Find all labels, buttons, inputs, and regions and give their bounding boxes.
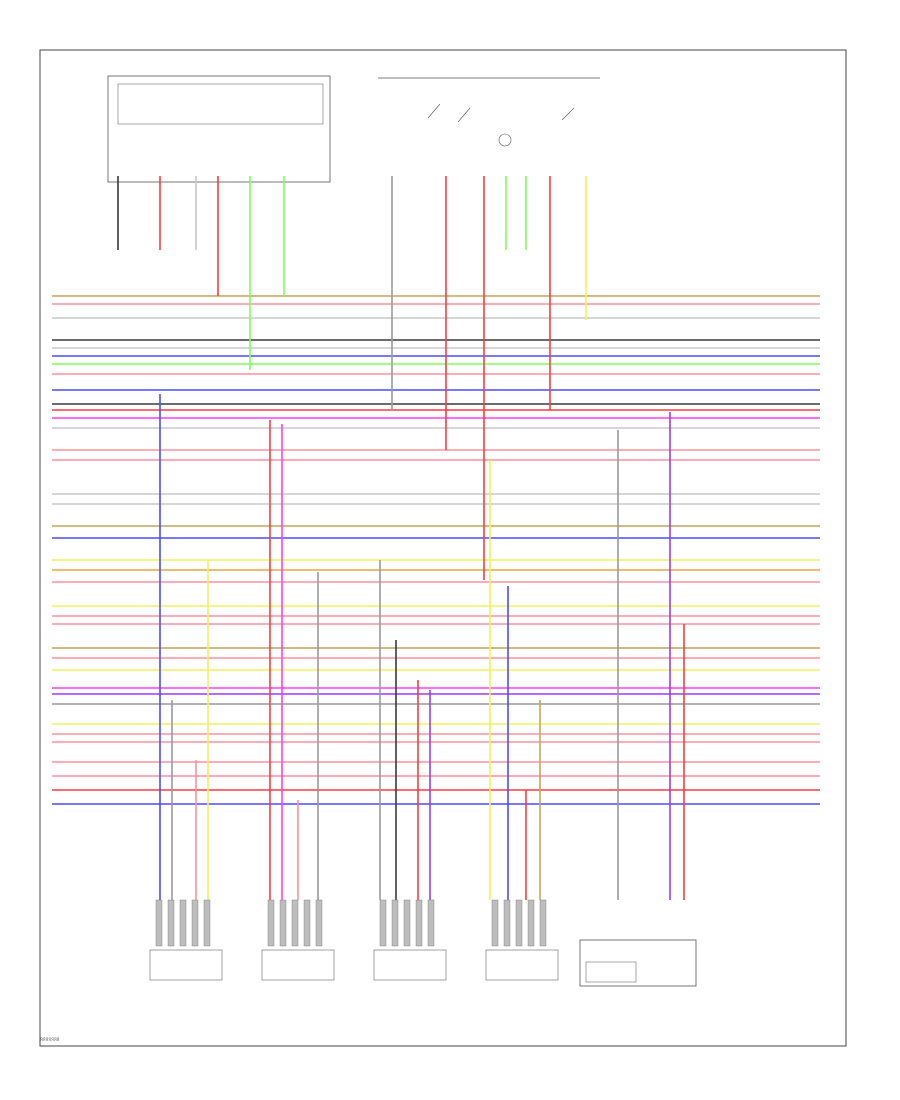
switch-symbol-3: [561, 107, 575, 121]
connector-housing: [373, 949, 447, 981]
connector-pin: [539, 899, 547, 947]
connector-pin: [403, 899, 411, 947]
vertical-wires: [159, 394, 685, 900]
connector-pin: [503, 899, 511, 947]
module-inner-box: [117, 83, 324, 125]
diagram-code: ЯЯЯЯЯЯЯ: [40, 1037, 60, 1042]
bottom-connectors: [149, 899, 559, 981]
connector-pin: [191, 899, 199, 947]
sensor-module: [579, 939, 697, 987]
connector-pin: [267, 899, 275, 947]
connector-pin: [291, 899, 299, 947]
connector-pin: [527, 899, 535, 947]
connector-pin: [491, 899, 499, 947]
connector-housing: [149, 949, 223, 981]
wire-bus: [52, 295, 820, 805]
connector-pin: [279, 899, 287, 947]
top-feed-wires: [117, 176, 587, 580]
top-control-module: [107, 75, 331, 183]
diagram-border: [39, 49, 847, 1047]
connector-pin: [427, 899, 435, 947]
connector-pin: [379, 899, 387, 947]
connector-pin: [303, 899, 311, 947]
sensor-inner-box: [585, 961, 637, 983]
connector-pin: [415, 899, 423, 947]
connector-pin: [155, 899, 163, 947]
module-box: [107, 75, 331, 183]
connector-housing: [485, 949, 559, 981]
connector-housing: [261, 949, 335, 981]
connector-pin: [203, 899, 211, 947]
connector-pin: [515, 899, 523, 947]
connector-pin: [179, 899, 187, 947]
connector-pin: [167, 899, 175, 947]
sensor-box: [579, 939, 697, 987]
motor-symbol: [498, 133, 512, 147]
connector-pin: [391, 899, 399, 947]
connector-pin: [315, 899, 323, 947]
switch-components: [378, 77, 600, 147]
switch-symbol-1: [427, 103, 441, 119]
switch-symbol-2: [457, 107, 471, 123]
